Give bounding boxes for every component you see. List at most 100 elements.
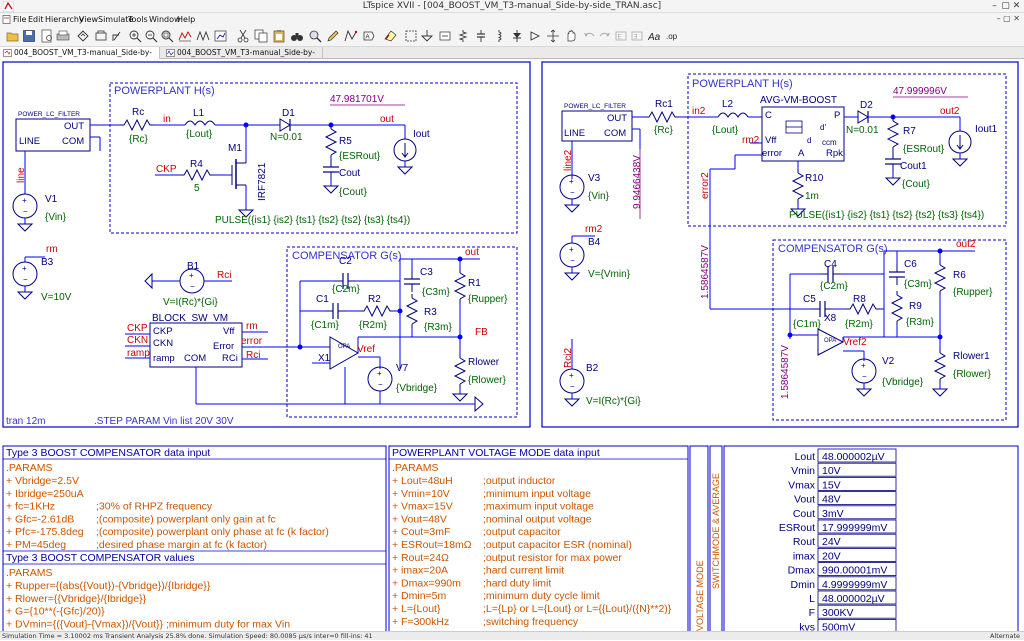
label-icon[interactable] xyxy=(438,29,452,43)
right-v3-source[interactable] xyxy=(559,174,585,200)
left-iout-source[interactable] xyxy=(393,138,417,162)
comp-input-lines: + Vbridge=2.5V+ Ibridge=250uA+ fc=1KHz;3… xyxy=(6,475,329,551)
zoom-extend-icon[interactable] xyxy=(128,29,142,43)
left-l1-inductor[interactable] xyxy=(184,120,216,126)
right-v2-source[interactable] xyxy=(851,358,877,384)
value-key: ESRout xyxy=(779,522,815,534)
tab-raw[interactable]: 004_BOOST_VM_T3-manual_Side-by-side_TRAN… xyxy=(163,47,323,69)
right-r6-resistor[interactable] xyxy=(934,260,946,296)
save-plot-icon[interactable] xyxy=(214,29,228,43)
print-icon[interactable] xyxy=(56,29,70,43)
left-v7-source[interactable] xyxy=(367,366,393,392)
close-button[interactable]: ✕ xyxy=(1012,1,1021,11)
left-compensator-frame xyxy=(286,246,518,418)
resistor-icon[interactable] xyxy=(456,29,470,43)
left-r4-resistor[interactable] xyxy=(179,169,215,181)
save-icon[interactable] xyxy=(22,29,36,43)
menu-edit[interactable]: Edit xyxy=(28,15,44,24)
move-icon[interactable] xyxy=(546,29,560,43)
left-m1-part: IRF7821 xyxy=(257,162,268,201)
capacitor-icon[interactable] xyxy=(474,29,488,43)
undo-icon[interactable] xyxy=(582,29,596,43)
menu-window[interactable]: Window xyxy=(149,15,181,24)
cut-icon[interactable] xyxy=(236,29,250,43)
right-b4-source[interactable] xyxy=(559,242,585,268)
ground-icon[interactable] xyxy=(420,29,434,43)
left-r1-resistor[interactable] xyxy=(454,268,466,304)
left-lc-filter-block[interactable] xyxy=(15,118,91,152)
find-icon[interactable] xyxy=(308,29,322,43)
right-r7-resistor[interactable] xyxy=(887,116,899,152)
print-preview-icon[interactable] xyxy=(40,29,54,43)
menu-file[interactable]: File xyxy=(13,15,27,24)
menu-hierarchy[interactable]: Hierarchy xyxy=(45,15,84,24)
zoom-fit-icon[interactable] xyxy=(160,29,174,43)
value-readout: 48V xyxy=(822,494,841,506)
minimize-button[interactable]: – xyxy=(992,1,997,11)
left-b1-source[interactable] xyxy=(179,268,205,294)
right-lc-filter-block[interactable] xyxy=(561,110,633,142)
run-icon[interactable] xyxy=(76,29,90,43)
text-icon[interactable]: Aa xyxy=(648,29,662,43)
right-rc1-resistor[interactable] xyxy=(644,111,680,123)
right-c6-capacitor[interactable] xyxy=(888,263,906,286)
spice-directive-icon[interactable] xyxy=(196,29,210,43)
menu-simulate[interactable]: Simulate xyxy=(98,15,134,24)
value-readout: 3mV xyxy=(822,508,844,520)
zoom-out-icon[interactable] xyxy=(144,29,158,43)
schematic-svg[interactable]: +− +− POWERPLANT H(s) POWER_LC_FILTER OU… xyxy=(0,59,1024,633)
open-icon[interactable] xyxy=(6,29,20,43)
left-rlower-resistor[interactable] xyxy=(454,353,466,389)
right-iout1-source[interactable] xyxy=(948,130,972,154)
component-icon[interactable] xyxy=(528,29,542,43)
left-v1-source[interactable] xyxy=(12,193,38,219)
left-x1-opamp[interactable] xyxy=(329,336,360,370)
inductor-icon[interactable] xyxy=(492,29,506,43)
redo-icon[interactable] xyxy=(598,29,612,43)
right-r10-resistor[interactable] xyxy=(792,168,804,204)
left-c3-capacitor[interactable] xyxy=(403,270,421,293)
copy-icon[interactable] xyxy=(254,29,268,43)
right-v2-label: V2 xyxy=(882,356,895,367)
diode-icon[interactable] xyxy=(510,29,524,43)
mdi-controls[interactable]: – ▢ ✕ xyxy=(996,14,1020,23)
left-rc-resistor[interactable] xyxy=(119,119,155,131)
right-b2-source[interactable] xyxy=(559,368,585,394)
left-r3-resistor[interactable] xyxy=(406,293,418,329)
autorange-icon[interactable] xyxy=(178,29,192,43)
maximize-button[interactable]: ▢ xyxy=(1001,1,1010,11)
rectangle-select-icon[interactable] xyxy=(404,29,418,43)
pencil-icon[interactable] xyxy=(326,29,340,43)
right-r6-value: {Rupper} xyxy=(953,287,993,298)
right-rlower1-resistor[interactable] xyxy=(934,348,946,384)
menu-tools[interactable]: Tools xyxy=(128,15,148,24)
right-l2-inductor[interactable] xyxy=(717,112,749,118)
drag-icon[interactable] xyxy=(564,29,578,43)
right-r9-resistor[interactable] xyxy=(891,290,903,326)
right-r8-resistor[interactable] xyxy=(845,303,881,315)
left-c1-capacitor[interactable] xyxy=(324,302,347,320)
rotate-icon[interactable]: E xyxy=(614,29,628,43)
menu-view[interactable]: View xyxy=(79,15,98,24)
label-net-icon[interactable]: A xyxy=(362,29,376,43)
right-d2-diode[interactable] xyxy=(857,110,869,124)
halt-icon[interactable] xyxy=(94,29,108,43)
left-d1-diode[interactable] xyxy=(279,118,291,132)
schematic-canvas[interactable]: +− +− POWERPLANT H(s) POWER_LC_FILTER OU… xyxy=(0,59,1024,633)
eraser-icon[interactable] xyxy=(384,29,398,43)
paste-icon[interactable] xyxy=(272,29,286,43)
tab-schematic[interactable]: 004_BOOST_VM_T3-manual_Side-by-side_TRAN… xyxy=(0,47,160,69)
wire-icon[interactable] xyxy=(344,29,358,43)
spice-op-icon[interactable]: .op xyxy=(666,29,680,43)
right-x8-opamp[interactable] xyxy=(817,328,845,356)
right-avg-vm-boost-block[interactable] xyxy=(761,106,845,162)
left-b3-source[interactable] xyxy=(12,261,38,287)
left-r2-resistor[interactable] xyxy=(359,305,395,317)
zoom-in-icon[interactable] xyxy=(112,29,126,43)
right-cout1-capacitor[interactable] xyxy=(884,150,902,173)
mirror-icon[interactable]: Ǝ xyxy=(630,29,644,43)
binoculars-icon[interactable] xyxy=(290,29,304,43)
menu-help[interactable]: Help xyxy=(177,15,196,24)
left-cout-capacitor[interactable] xyxy=(322,158,340,181)
left-r5-resistor[interactable] xyxy=(325,124,337,160)
